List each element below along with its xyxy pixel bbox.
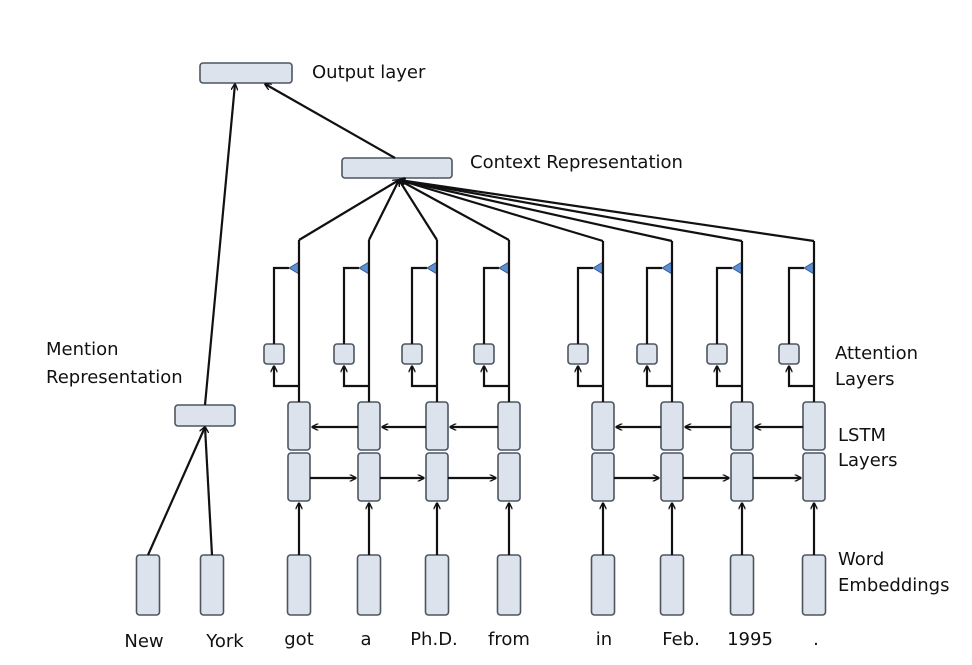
attention-box-0 (263, 343, 285, 365)
mention-representation-label-line1: Mention (46, 339, 119, 360)
mention-embedding-box-1 (199, 554, 225, 616)
attention-box-2 (401, 343, 423, 365)
lstm-to-attention-arrow-1 (344, 366, 369, 388)
context-representation-label: Context Representation (470, 152, 683, 173)
context-representation-box (341, 157, 453, 179)
column-to-context-arrow-6 (399, 180, 743, 243)
backward-lstm-cell-4 (591, 401, 615, 451)
context-embedding-box-2 (424, 554, 450, 616)
attention-to-gate-line-4 (576, 266, 593, 344)
mention-to-output-arrow (203, 84, 235, 406)
attention-gate-6 (731, 261, 743, 275)
column-to-context-arrow-4 (399, 180, 604, 243)
word-period: . (813, 629, 819, 650)
attention-gate-7 (803, 261, 815, 275)
attention-box-5 (636, 343, 658, 365)
word-york: York (205, 631, 244, 652)
attention-gate-0 (288, 261, 300, 275)
attention-box-6 (706, 343, 728, 365)
lstm-to-attention-arrow-5 (647, 366, 672, 388)
attention-gate-2 (426, 261, 438, 275)
mention-representation-label-line2: Representation (46, 367, 183, 388)
lstm-layers-label-line1: LSTM (838, 425, 886, 446)
word-phd: Ph.D. (410, 629, 458, 650)
attention-gate-3 (498, 261, 510, 275)
mention-embed-to-rep-arrow-0 (146, 427, 205, 556)
backward-lstm-cell-3 (497, 401, 521, 451)
attention-to-gate-line-1 (342, 266, 359, 344)
output-layer-box (199, 62, 293, 84)
context-embedding-box-0 (286, 554, 312, 616)
forward-lstm-cell-1 (357, 452, 381, 502)
attention-to-gate-line-2 (410, 266, 427, 344)
context-embedding-box-7 (801, 554, 827, 616)
column-to-context-arrow-3 (399, 180, 510, 241)
forward-lstm-cell-4 (591, 452, 615, 502)
output-layer-label: Output layer (312, 62, 426, 83)
forward-lstm-cell-7 (802, 452, 826, 502)
backward-lstm-cell-0 (287, 401, 311, 451)
lstm-to-attention-arrow-2 (412, 366, 437, 388)
lstm-to-attention-arrow-4 (578, 366, 603, 388)
context-to-output-arrow (265, 84, 396, 159)
backward-lstm-cell-2 (425, 401, 449, 451)
context-embedding-box-6 (729, 554, 755, 616)
attention-to-gate-line-0 (272, 266, 289, 344)
word-embeddings-label-line2: Embeddings (838, 575, 949, 596)
forward-lstm-cell-0 (287, 452, 311, 502)
forward-lstm-cell-6 (730, 452, 754, 502)
word-1995: 1995 (727, 629, 773, 650)
word-a: a (360, 629, 371, 650)
network-structure (135, 84, 827, 616)
forward-lstm-cell-3 (497, 452, 521, 502)
lstm-to-attention-arrow-0 (274, 366, 299, 388)
attention-layers-label-line2: Layers (835, 369, 895, 390)
attention-layers-label-line1: Attention (835, 343, 918, 364)
mention-embedding-box-0 (135, 554, 161, 616)
attention-gate-5 (661, 261, 673, 275)
lstm-to-attention-arrow-7 (789, 366, 814, 388)
backward-lstm-cell-7 (802, 401, 826, 451)
backward-lstm-cell-5 (660, 401, 684, 451)
word-embeddings-label-line1: Word (838, 549, 884, 570)
word-new: New (124, 631, 163, 652)
forward-lstm-cell-5 (660, 452, 684, 502)
word-in: in (596, 629, 612, 650)
mention-embed-to-rep-arrow-1 (205, 427, 214, 556)
attention-gate-1 (358, 261, 370, 275)
lstm-to-attention-arrow-6 (717, 366, 742, 388)
word-from: from (488, 629, 530, 650)
column-to-context-arrow-2 (399, 180, 438, 241)
column-to-context-arrow-5 (399, 180, 673, 243)
column-to-context-arrow-1 (368, 180, 399, 241)
attention-box-1 (333, 343, 355, 365)
backward-lstm-cell-1 (357, 401, 381, 451)
attention-gate-4 (592, 261, 604, 275)
attention-to-gate-line-3 (482, 266, 499, 344)
context-embedding-box-3 (496, 554, 522, 616)
context-embedding-box-5 (659, 554, 685, 616)
context-embedding-box-4 (590, 554, 616, 616)
forward-lstm-cell-2 (425, 452, 449, 502)
lstm-layers-label-line2: Layers (838, 450, 898, 471)
attention-to-gate-line-7 (787, 266, 804, 344)
mention-representation-box (174, 404, 236, 427)
attention-to-gate-line-5 (645, 266, 662, 344)
attention-box-4 (567, 343, 589, 365)
word-got: got (284, 629, 314, 650)
lstm-to-attention-arrow-3 (484, 366, 509, 388)
word-feb: Feb. (662, 629, 700, 650)
backward-lstm-cell-6 (730, 401, 754, 451)
column-to-context-arrow-7 (399, 180, 815, 243)
attention-box-3 (473, 343, 495, 365)
column-to-context-arrow-0 (298, 180, 399, 241)
attention-to-gate-line-6 (715, 266, 732, 344)
context-embedding-box-1 (356, 554, 382, 616)
attention-box-7 (778, 343, 800, 365)
